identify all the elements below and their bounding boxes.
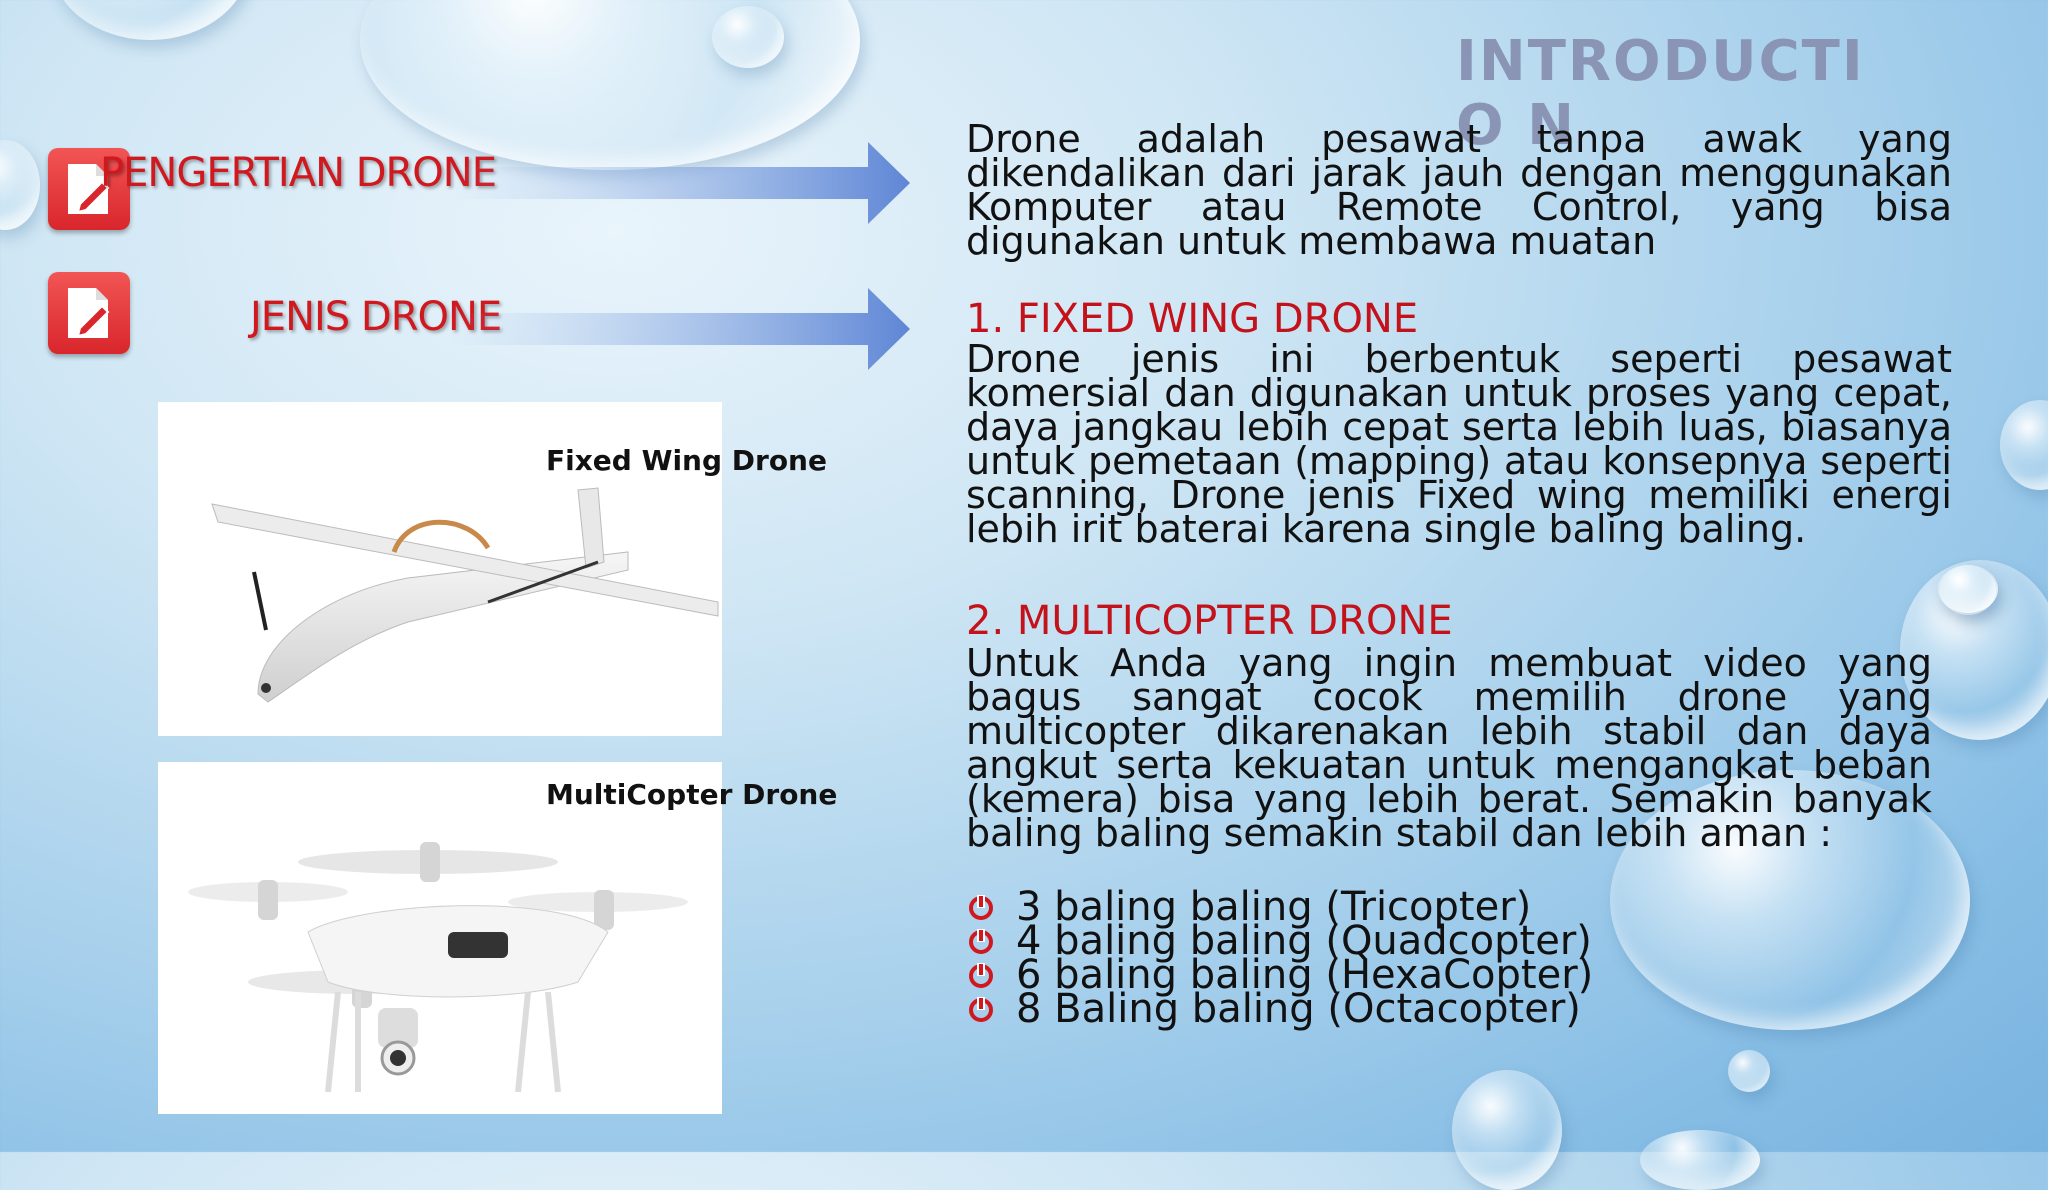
image-caption: MultiCopter Drone [546, 778, 838, 811]
multicopter-heading: 2. MULTICOPTER DRONE [966, 598, 1453, 644]
water-drop-decoration [1452, 1070, 1562, 1190]
list-item: 3 baling baling (Tricopter) [966, 884, 1593, 930]
rotor-count-list: 3 baling baling (Tricopter) 4 baling bal… [966, 884, 1593, 1032]
water-drop-decoration [712, 6, 784, 68]
fixed-wing-drone-image [158, 402, 722, 736]
fixed-wing-heading: 1. FIXED WING DRONE [966, 296, 1419, 342]
water-drop-decoration [1640, 1130, 1760, 1190]
nav-label-pengertian[interactable]: PENGERTIAN DRONE [100, 150, 497, 196]
power-icon [969, 929, 993, 954]
edit-document-icon[interactable] [48, 272, 130, 354]
water-drop-decoration [50, 0, 250, 40]
right-arrow-icon [450, 142, 910, 224]
water-drop-decoration [2000, 400, 2048, 490]
image-caption: Fixed Wing Drone [546, 444, 827, 477]
water-drop-decoration [1728, 1050, 1770, 1092]
multicopter-drone-image [158, 762, 722, 1114]
fixed-wing-paragraph: Drone jenis ini berbentuk seperti pesawa… [966, 337, 1952, 551]
water-drop-decoration [1610, 770, 1970, 1030]
list-item-text: 8 Baling baling (Octacopter) [1016, 986, 1581, 1032]
slide-title: INTRODUCTIO N [1456, 29, 1865, 158]
power-icon [969, 895, 993, 920]
right-arrow-icon [450, 288, 910, 370]
list-item: 4 baling baling (Quadcopter) [966, 918, 1593, 964]
multicopter-paragraph: Untuk Anda yang ingin membuat video yang… [966, 641, 1932, 855]
water-drop-decoration [0, 140, 40, 230]
power-icon [969, 997, 993, 1022]
water-drop-decoration [1938, 565, 1998, 613]
list-item-text: 6 baling baling (HexaCopter) [1016, 952, 1594, 998]
definition-paragraph: Drone adalah pesawat tanpa awak yang dik… [966, 117, 1952, 263]
list-item-text: 4 baling baling (Quadcopter) [1016, 918, 1592, 964]
edit-document-icon[interactable] [48, 148, 130, 230]
list-item: 6 baling baling (HexaCopter) [966, 952, 1593, 998]
list-item: 8 Baling baling (Octacopter) [966, 986, 1593, 1032]
power-icon [969, 963, 993, 988]
list-item-text: 3 baling baling (Tricopter) [1016, 884, 1532, 930]
